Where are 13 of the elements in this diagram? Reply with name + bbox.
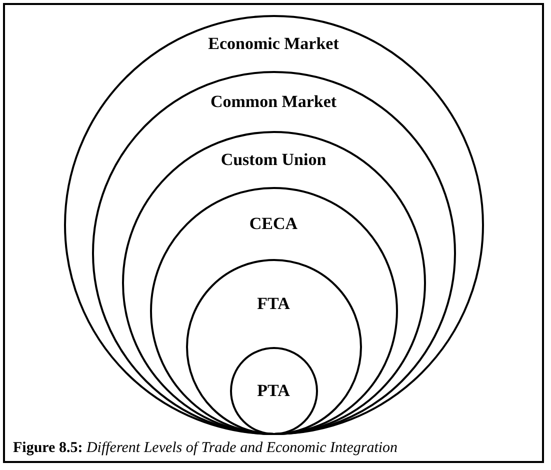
level-circle	[230, 347, 318, 435]
level-label: Common Market	[210, 92, 337, 112]
figure-caption: Figure 8.5: Different Levels of Trade and Economic Integration	[13, 440, 398, 457]
level-circle	[64, 15, 484, 435]
level-circle	[186, 259, 362, 435]
level-circle	[122, 131, 426, 435]
level-label: CECA	[249, 214, 298, 234]
level-circle	[150, 187, 398, 435]
level-label: Custom Union	[220, 150, 326, 170]
level-label: PTA	[257, 381, 290, 401]
level-label: FTA	[257, 294, 290, 314]
level-circle	[92, 71, 456, 435]
level-label: Economic Market	[208, 34, 339, 54]
